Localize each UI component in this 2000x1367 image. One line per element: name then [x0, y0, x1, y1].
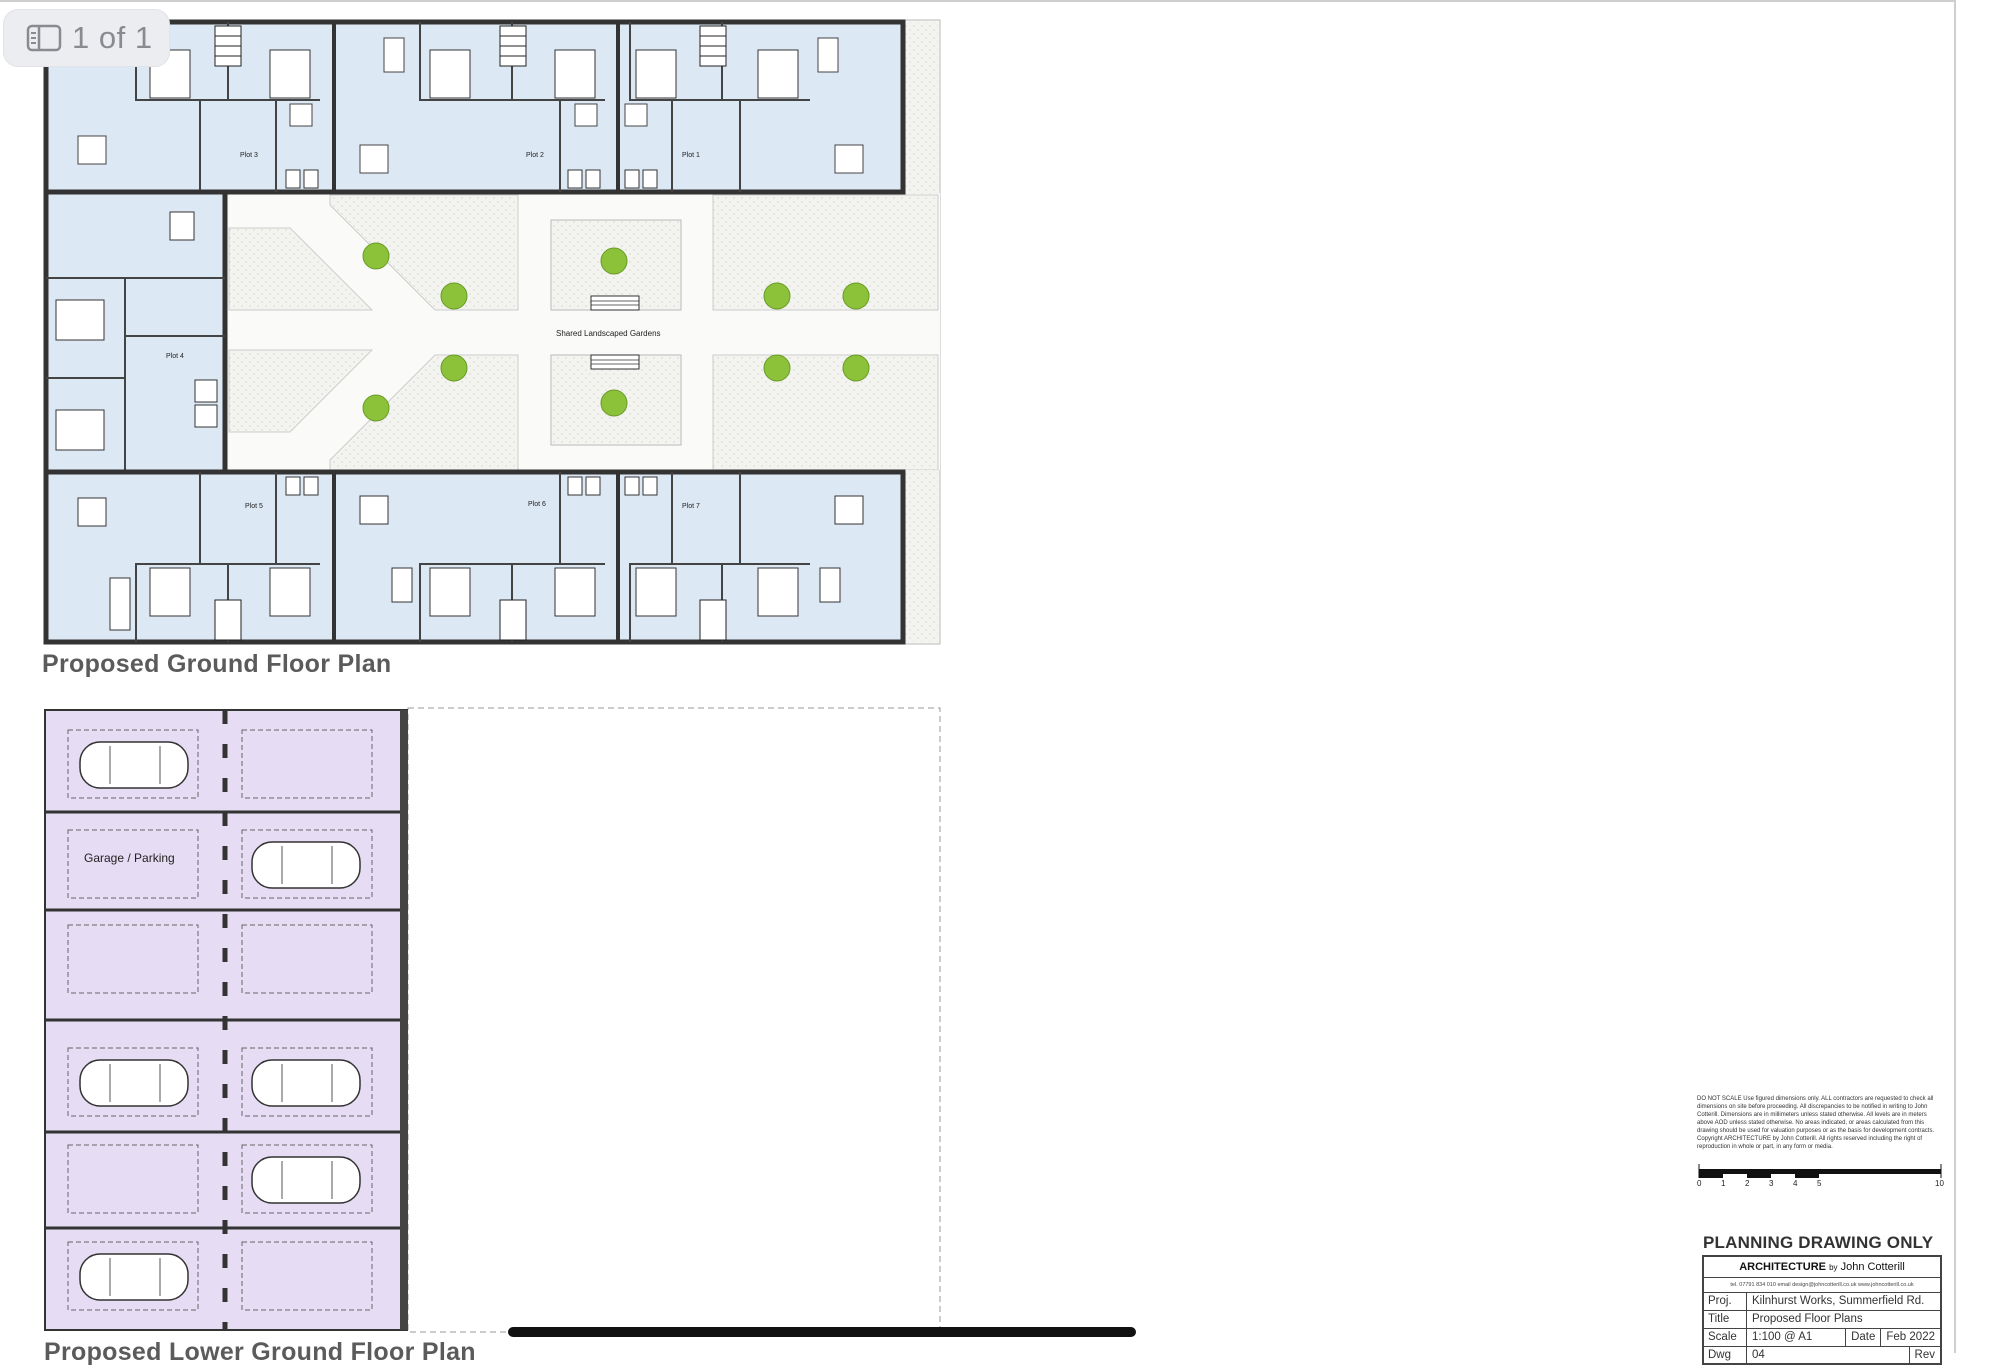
drawing-notes: DO NOT SCALE Use figured dimensions only…: [1697, 1096, 1935, 1150]
ground-floor-plan: Shared Landscaped Gardens: [43, 19, 941, 645]
title-block: ARCHITECTURE by John Cotterill tel. 0779…: [1702, 1255, 1942, 1365]
row-extra-value: Feb 2022: [1880, 1329, 1940, 1346]
scale-bar-graphic: [1698, 1164, 1942, 1178]
page-indicator[interactable]: 1 of 1: [4, 10, 169, 66]
scale-tick: 2: [1745, 1179, 1750, 1188]
plot-4-label: Plot 4: [166, 353, 184, 360]
sidebar-icon[interactable]: [26, 24, 62, 52]
brand-name: ARCHITECTURE: [1739, 1261, 1826, 1273]
ground-floor-title: Proposed Ground Floor Plan: [42, 650, 392, 678]
row-key: Scale: [1704, 1329, 1747, 1346]
plot-7-label: Plot 7: [682, 503, 700, 510]
plot-2-label: Plot 2: [526, 152, 544, 159]
plot-5-label: Plot 5: [245, 503, 263, 510]
top-apartment-block: Plot 3 Plot 2 Plot 1: [43, 19, 906, 195]
title-block-row: Title Proposed Floor Plans: [1704, 1310, 1940, 1328]
planning-stamp: PLANNING DRAWING ONLY: [1703, 1233, 1934, 1252]
scale-tick: 1: [1721, 1179, 1726, 1188]
scale-tick: 5: [1817, 1179, 1822, 1188]
title-block-row: Dwg 04 Rev: [1704, 1346, 1940, 1364]
scale-tick: 4: [1793, 1179, 1798, 1188]
scale-bar: 0 1 2 3 4 5 10: [1697, 1163, 1947, 1188]
architect-name: John Cotterill: [1840, 1261, 1905, 1273]
row-value: 1:100 @ A1: [1752, 1331, 1813, 1343]
row-key: Title: [1704, 1311, 1747, 1328]
parked-cars: [79, 741, 361, 1301]
row-extra-key: Rev: [1908, 1347, 1940, 1364]
parking-label: Garage / Parking: [84, 851, 175, 865]
row-extra-key: Date: [1845, 1329, 1880, 1346]
garden-benches: [590, 295, 640, 370]
trees: [362, 242, 870, 422]
row-key: Dwg: [1704, 1347, 1747, 1364]
row-key: Proj.: [1704, 1293, 1747, 1310]
lower-ground-floor-plan: Garage / Parking: [44, 707, 941, 1333]
row-value: Kilnhurst Works, Summerfield Rd.: [1752, 1295, 1925, 1307]
plot-3-label: Plot 3: [240, 152, 258, 159]
plot-6-label: Plot 6: [528, 501, 546, 508]
title-block-row: Scale 1:100 @ A1 Date Feb 2022: [1704, 1328, 1940, 1346]
scale-tick: 10: [1935, 1179, 1944, 1188]
drawing-sheet-border: [0, 0, 1956, 1353]
home-indicator-bar[interactable]: [508, 1327, 1136, 1337]
scale-tick: 0: [1697, 1179, 1702, 1188]
garden-label: Shared Landscaped Gardens: [556, 329, 661, 338]
title-block-brand: ARCHITECTURE by John Cotterill: [1704, 1257, 1940, 1277]
row-value: Proposed Floor Plans: [1752, 1313, 1863, 1325]
title-block-contact: tel. 07791 834 010 email design@johncott…: [1704, 1277, 1940, 1292]
left-apartment-block: Plot 4: [43, 189, 228, 475]
title-block-row: Proj. Kilnhurst Works, Summerfield Rd.: [1704, 1292, 1940, 1310]
landscaped-lawns: [228, 22, 939, 642]
bottom-apartment-block: Plot 5 Plot 6 Plot 7: [43, 469, 906, 645]
row-value: 04: [1752, 1349, 1765, 1361]
brand-by: by: [1829, 1263, 1838, 1272]
plot-1-label: Plot 1: [682, 152, 700, 159]
page-indicator-label: 1 of 1: [72, 20, 153, 55]
scale-tick: 3: [1769, 1179, 1774, 1188]
